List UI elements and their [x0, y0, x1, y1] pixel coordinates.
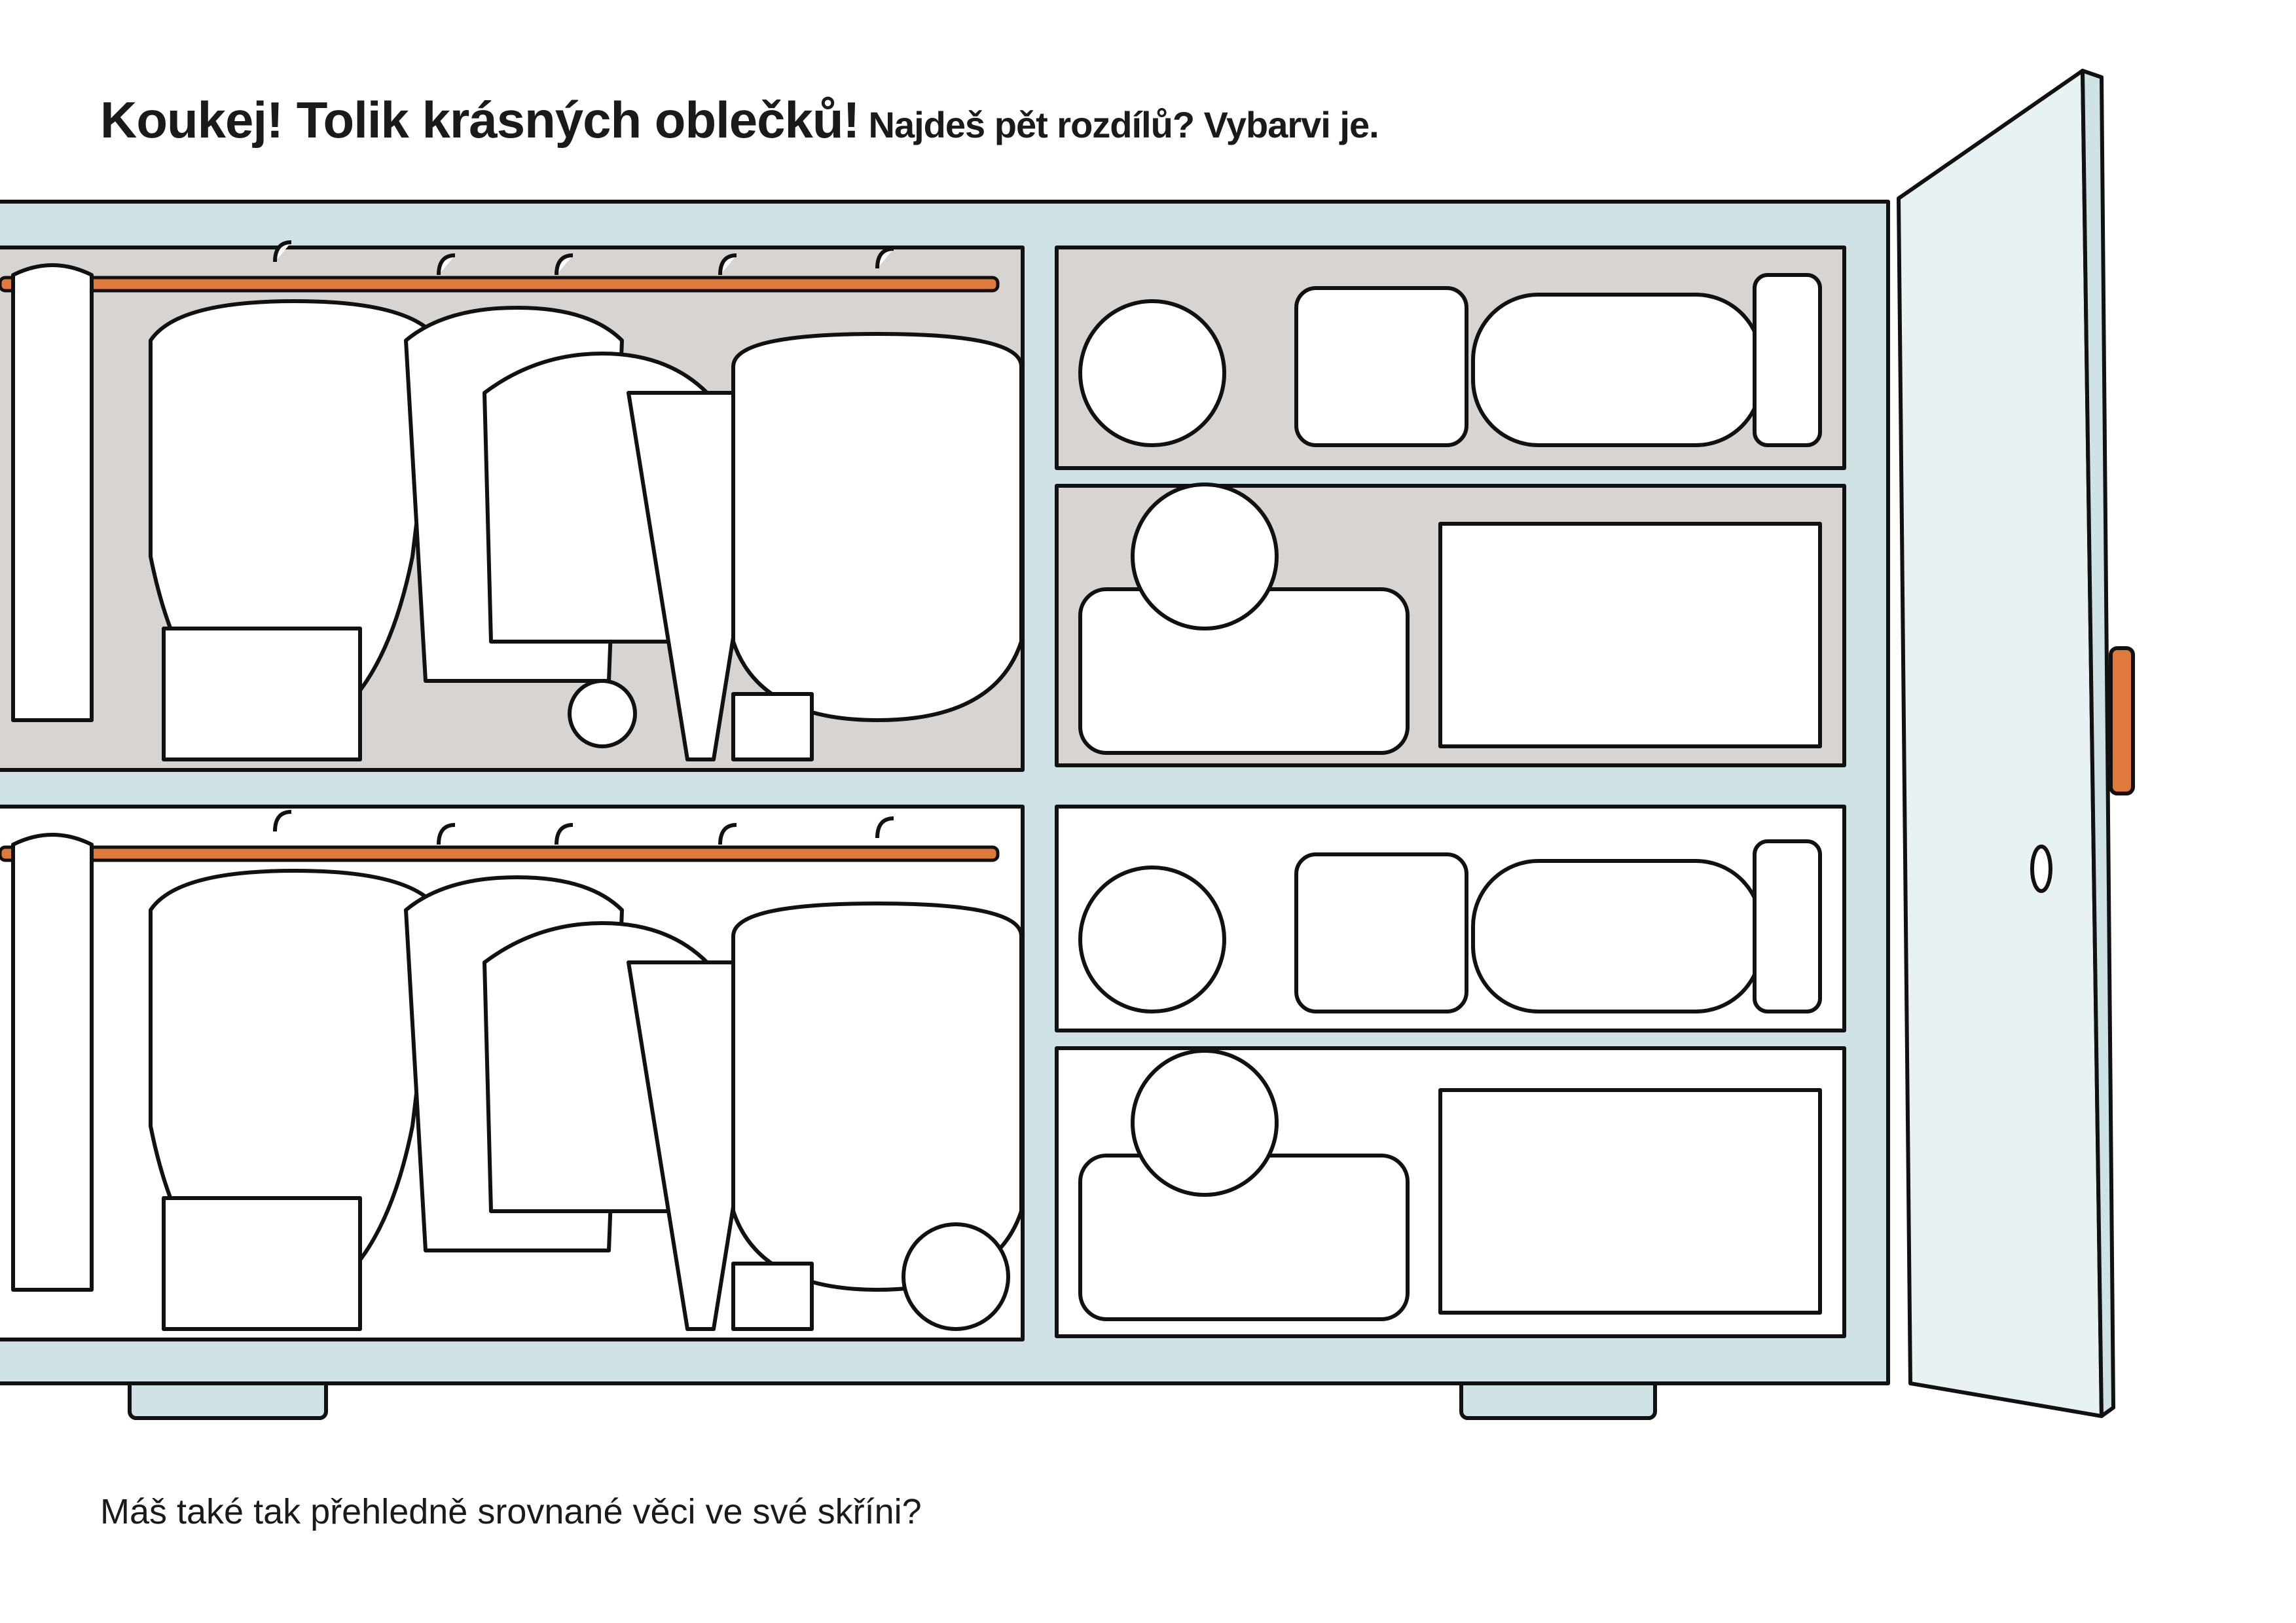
door-keyhole [2030, 845, 2052, 893]
shelf-items-bottom [1078, 839, 1822, 1321]
heading: Koukej! Tolik krásných oblečků! [100, 91, 860, 149]
page-title: Koukej! Tolik krásných oblečků!Najdeš pě… [100, 90, 1379, 150]
hanging-rod-bottom [0, 845, 1000, 862]
clothes-row-bottom [11, 810, 1023, 1331]
wardrobe-door[interactable] [1897, 69, 2104, 1418]
shelf-items-top [1078, 273, 1822, 755]
door-handle[interactable] [2109, 646, 2135, 795]
footer-question: Máš také tak přehledně srovnané věci ve … [100, 1492, 922, 1531]
clothes-row-top [11, 240, 1023, 761]
instruction: Najdeš pět rozdílů? Vybarvi je. [868, 104, 1379, 145]
hanging-rod-top [0, 276, 1000, 293]
